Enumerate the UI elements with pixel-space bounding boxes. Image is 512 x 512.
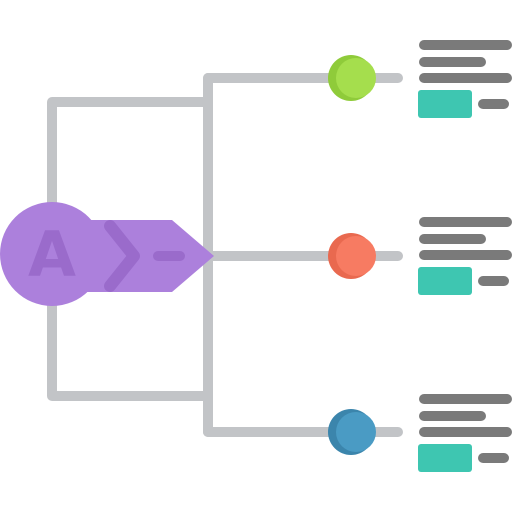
action-button-1[interactable] [418, 90, 472, 118]
text-line [419, 73, 512, 83]
root-circle [0, 202, 104, 306]
branch-item-3 [328, 394, 512, 472]
branch-item-1 [328, 40, 512, 118]
text-line [419, 394, 512, 404]
chevron-right-icon [104, 220, 140, 292]
root-node: A [0, 202, 214, 306]
text-line [478, 453, 509, 463]
action-button-2[interactable] [418, 267, 472, 295]
branch-node-1 [336, 58, 376, 98]
action-button-3[interactable] [418, 444, 472, 472]
branch-node-2 [336, 236, 376, 276]
text-line [419, 234, 486, 244]
left-bracket-connector [47, 97, 213, 401]
text-line [478, 276, 509, 286]
text-line [419, 427, 512, 437]
text-line [419, 217, 512, 227]
text-line [478, 99, 509, 109]
text-line [419, 250, 512, 260]
branch-node-3 [336, 412, 376, 452]
root-letter-label: A [28, 218, 76, 291]
text-line [419, 411, 486, 421]
text-line [419, 57, 486, 67]
text-line [419, 40, 512, 50]
branch-item-2 [328, 217, 512, 295]
